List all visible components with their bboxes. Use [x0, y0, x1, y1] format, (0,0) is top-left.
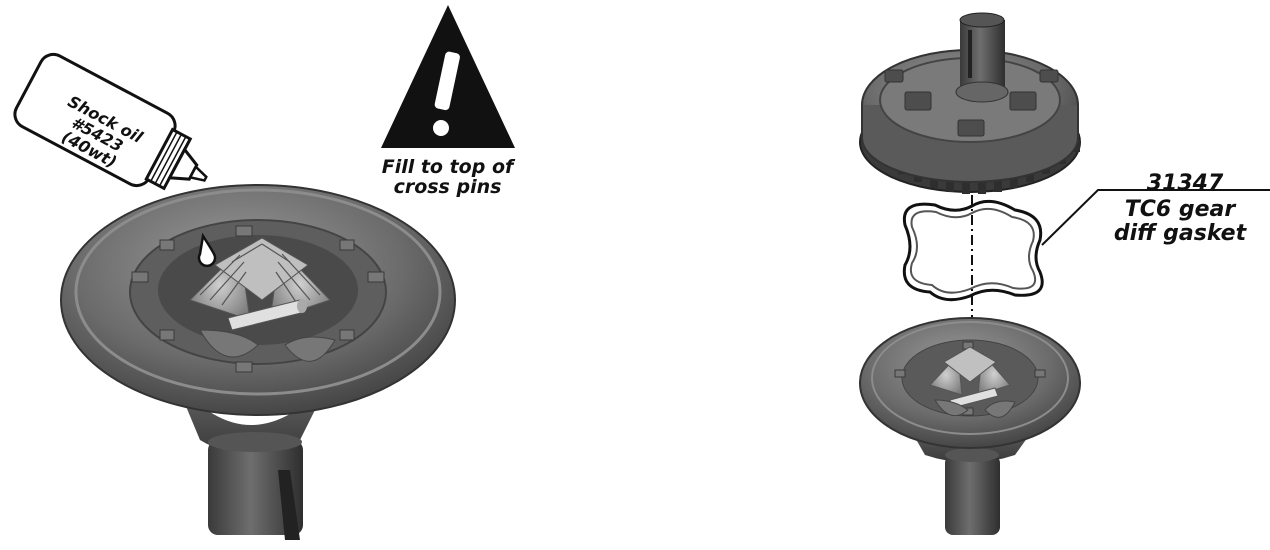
- part-number-label: 31347: [1100, 172, 1270, 195]
- part-name-label: TC6 gear diff gasket: [1090, 198, 1270, 246]
- warning-text: Fill to top of cross pins: [360, 158, 535, 198]
- hub-tube: [960, 20, 1005, 92]
- warning-triangle-icon: [381, 5, 515, 148]
- diff-case-bottom-right: [860, 318, 1080, 535]
- gear-diff-gasket: [904, 201, 1042, 299]
- gear-case-top: [860, 13, 1080, 194]
- part-name-line: diff gasket: [1090, 222, 1270, 246]
- part-name-line: TC6 gear: [1090, 198, 1270, 222]
- warning-text-line: cross pins: [360, 178, 535, 198]
- diff-case-left: [61, 185, 455, 540]
- warning-text-line: Fill to top of: [360, 158, 535, 178]
